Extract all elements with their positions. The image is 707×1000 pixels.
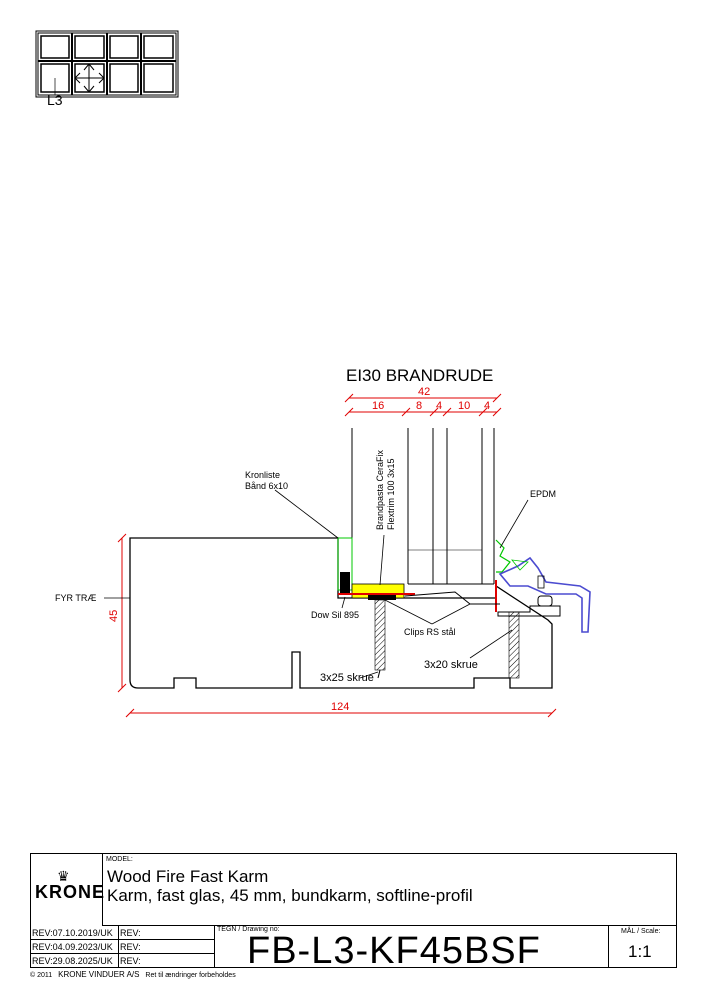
title-block: ♛ KRONE MODEL: Wood Fire Fast Karm Karm,… — [30, 853, 677, 972]
rev-3: REV:29.08.2025/UK — [31, 954, 119, 968]
krone-logo: ♛ KRONE — [31, 854, 106, 926]
rev-1b: REV: — [119, 926, 215, 940]
scale-value: 1:1 — [628, 942, 652, 961]
glass-panes — [351, 428, 495, 585]
dim-height: 45 — [108, 610, 120, 622]
rev-2: REV:04.09.2023/UK — [31, 940, 119, 954]
rev-2b: REV: — [119, 940, 215, 954]
dim-segment-2: 8 — [416, 400, 422, 412]
footer-note: Ret til ændringer forbeholdes — [145, 972, 236, 979]
dim-segment-4: 10 — [458, 400, 470, 412]
height-dimension — [117, 533, 127, 693]
dim-total-width: 42 — [418, 386, 430, 398]
drawing-number-box: TEGN / Drawing no: FB-L3-KF45BSF — [215, 926, 609, 972]
scale-box: MÅL / Scale: 1:1 — [609, 926, 676, 968]
model-line-1: Wood Fire Fast Karm — [107, 867, 269, 886]
dim-segment-5: 4 — [484, 400, 490, 412]
drawing-label: TEGN / Drawing no: — [217, 926, 280, 933]
rev-1: REV:07.10.2019/UK — [31, 926, 119, 940]
label-skrue-3x25: 3x25 skrue — [320, 672, 374, 684]
logo-text: KRONE — [35, 882, 106, 902]
dim-segment-1: 16 — [372, 400, 384, 412]
frame-profile — [129, 537, 591, 689]
drawing-title: EI30 BRANDRUDE — [346, 366, 493, 385]
model-label: MODEL: — [106, 856, 133, 863]
label-kronliste-band: Bånd 6x10 — [245, 481, 288, 491]
label-brandpasta: Brandpasta CeraFix — [375, 449, 385, 530]
footer-copyright: © 2011 — [30, 972, 53, 979]
length-dimension — [125, 708, 557, 718]
model-line-2: Karm, fast glas, 45 mm, bundkarm, softli… — [107, 886, 473, 905]
label-flextrim: Flextrim 100 3x15 — [386, 458, 396, 530]
key-plan: L3 — [35, 30, 179, 108]
leader-lines — [104, 489, 529, 679]
label-kronliste: Kronliste — [245, 470, 280, 480]
footer-company: KRONE VINDUER A/S — [58, 970, 140, 979]
dim-length: 124 — [331, 701, 349, 713]
label-fyr-trae: FYR TRÆ — [55, 593, 96, 603]
label-clips: Clips RS stål — [404, 627, 456, 637]
crown-icon: ♛ — [57, 868, 70, 884]
dim-segment-3: 4 — [436, 400, 442, 412]
top-dimensions — [344, 393, 502, 417]
model-box: MODEL: Wood Fire Fast Karm Karm, fast gl… — [103, 854, 676, 926]
label-skrue-3x20: 3x20 skrue — [424, 659, 478, 671]
rev-3b: REV: — [119, 954, 215, 968]
label-epdm: EPDM — [530, 489, 556, 499]
label-dow-sil: Dow Sil 895 — [311, 610, 359, 620]
scale-label: MÅL / Scale: — [621, 928, 661, 935]
key-plan-label: L3 — [47, 92, 63, 108]
footer: © 2011 KRONE VINDUER A/S Ret til ændring… — [30, 970, 236, 979]
drawing-number: FB-L3-KF45BSF — [247, 930, 541, 972]
